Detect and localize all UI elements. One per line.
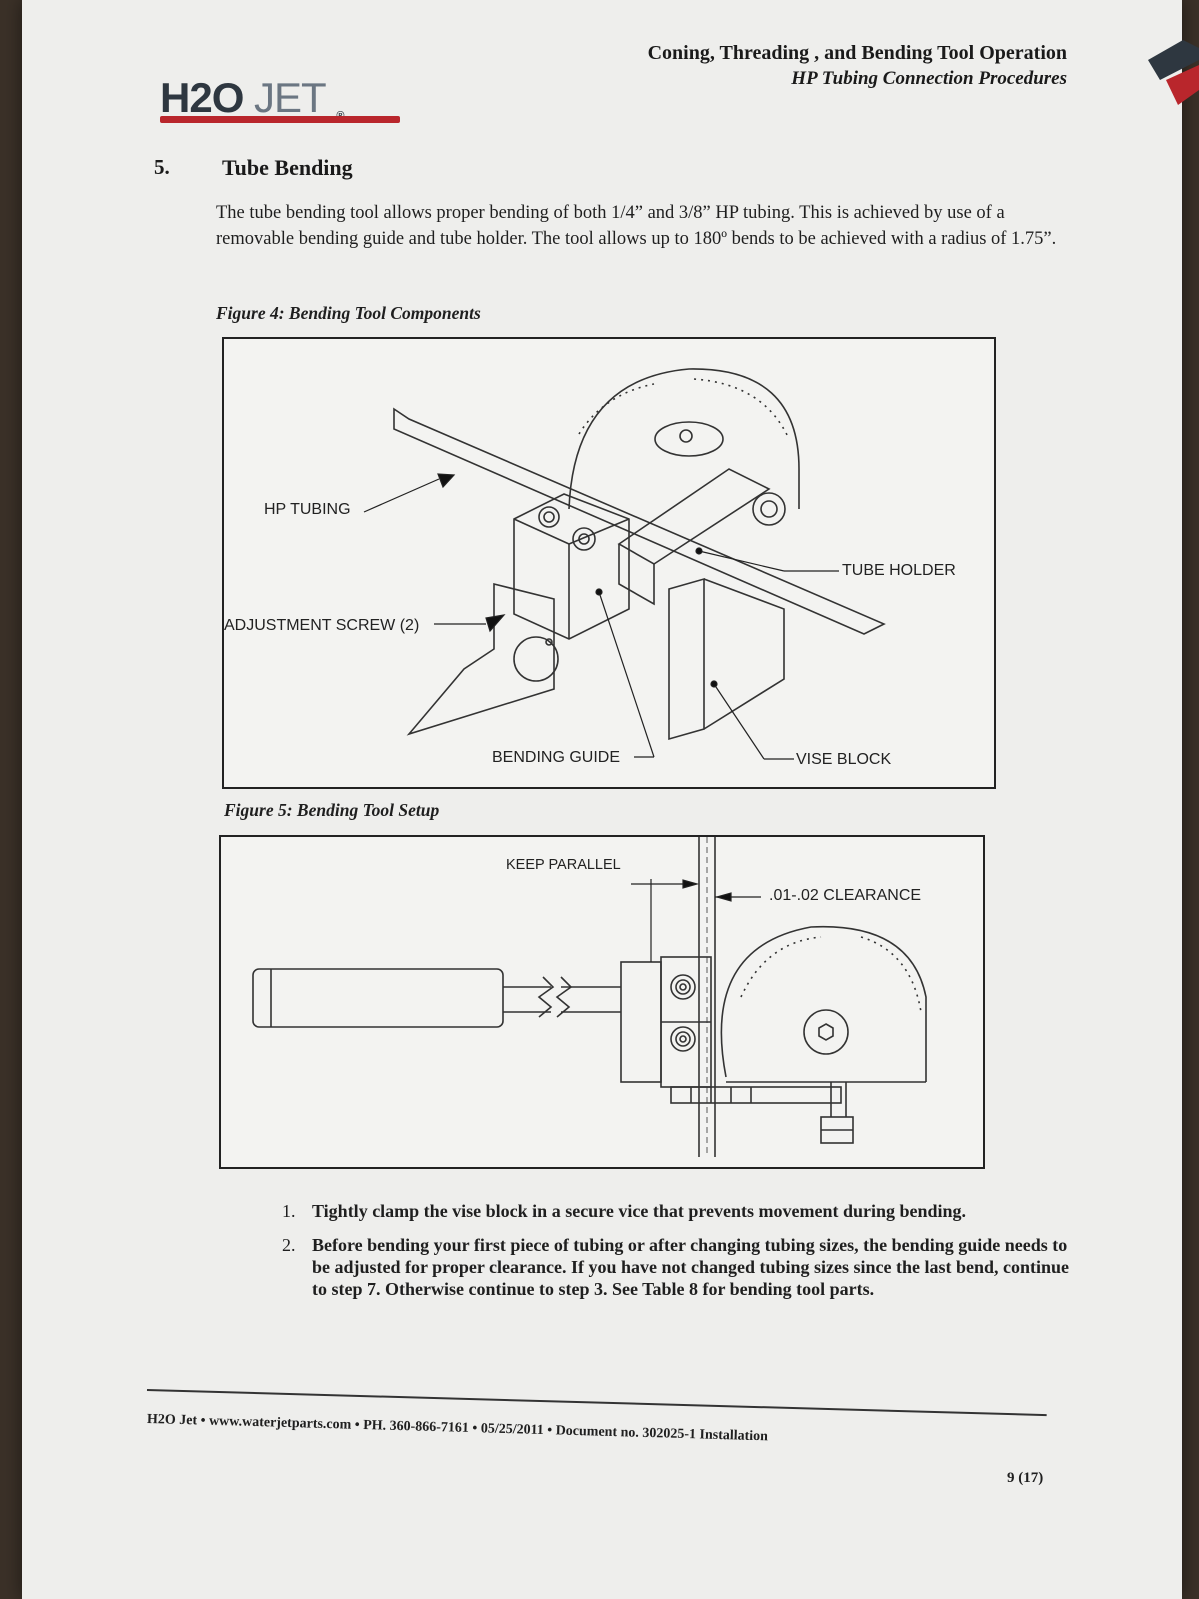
step-text: Before bending your first piece of tubin… [312, 1235, 1070, 1299]
header-title: Coning, Threading , and Bending Tool Ope… [647, 42, 1067, 64]
brand-logo: H2O JET ® [160, 74, 345, 122]
section-intro: The tube bending tool allows proper bend… [216, 203, 1057, 249]
bending-tool-setup-drawing [252, 837, 927, 1157]
section-number: 5. [154, 155, 170, 179]
label-adjustment-screw: ADJUSTMENT SCREW (2) [224, 617, 420, 634]
logo-jet: JET [254, 74, 327, 121]
step-text: Tightly clamp the vise block in a secure… [312, 1201, 967, 1221]
footer-text: H2O Jet • www.waterjetparts.com • PH. 36… [146, 1412, 769, 1445]
document-page: H2O JET ® Coning, Threading , and Bendin… [22, 0, 1182, 1599]
figure5-box: KEEP PARALLEL .01-.02 CLEARANCE [219, 835, 985, 1169]
step-number: 2. [282, 1235, 296, 1255]
adjacent-logo-fragment [1148, 40, 1199, 105]
logo-h2o: H2O [160, 74, 244, 121]
section-title: Tube Bending [222, 155, 353, 180]
logo-underline [160, 116, 400, 123]
bending-tool-components-drawing [363, 368, 886, 760]
label-clearance: .01-.02 CLEARANCE [769, 887, 922, 904]
label-bending-guide: BENDING GUIDE [492, 749, 621, 766]
list-item: 1. Tightly clamp the vise block in a sec… [282, 1200, 1082, 1222]
figure5-caption: Figure 5: Bending Tool Setup [224, 800, 440, 820]
label-vise-block: VISE BLOCK [796, 751, 892, 768]
footer-rule [146, 1389, 1047, 1417]
step-number: 1. [282, 1201, 296, 1221]
label-hp-tubing: HP TUBING [264, 501, 351, 518]
figure4-caption: Figure 4: Bending Tool Components [216, 303, 481, 323]
label-tube-holder: TUBE HOLDER [842, 562, 956, 579]
list-item: 2. Before bending your first piece of tu… [282, 1234, 1082, 1300]
label-keep-parallel: KEEP PARALLEL [506, 857, 621, 873]
header-subtitle: HP Tubing Connection Procedures [791, 68, 1067, 89]
steps-list: 1. Tightly clamp the vise block in a sec… [282, 1200, 1082, 1312]
figure4-box: HP TUBING ADJUSTMENT SCREW (2) BENDING G… [222, 337, 996, 789]
page-number: 9 (17) [1007, 1470, 1044, 1486]
